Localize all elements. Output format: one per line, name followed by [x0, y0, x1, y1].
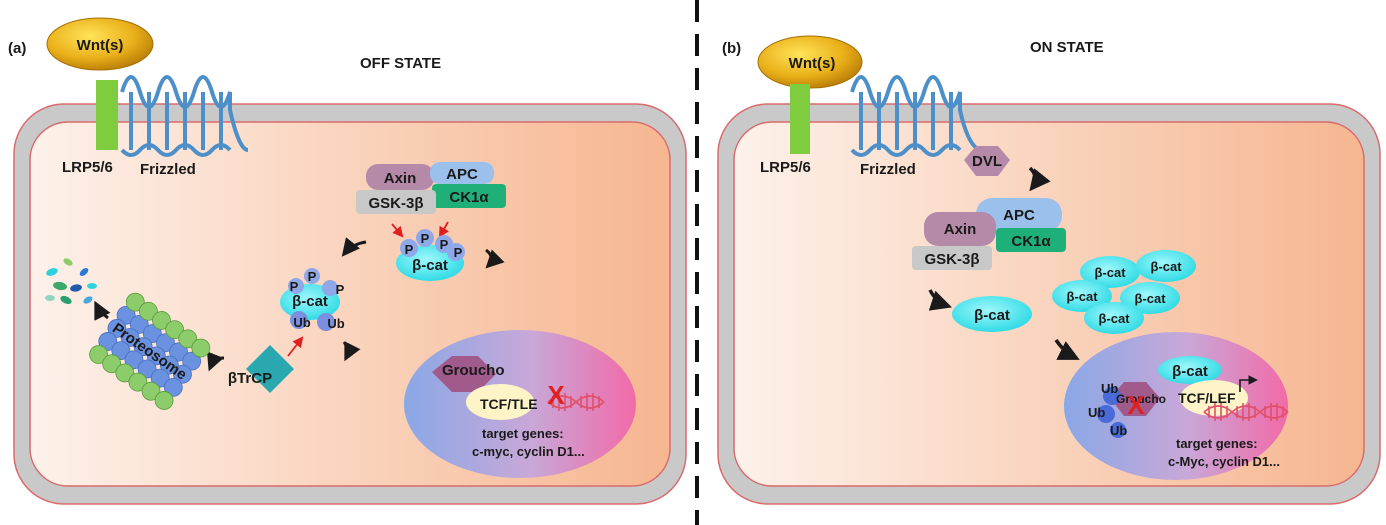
ck1-alpha — [432, 184, 506, 208]
ub-label: Ub — [1110, 423, 1127, 438]
ub-label: Ub — [1088, 405, 1105, 420]
wnt-ligand — [46, 17, 154, 71]
phospho-label: P — [308, 269, 317, 284]
apc-label: APC — [446, 166, 478, 183]
axin — [366, 164, 434, 190]
ck1-label: CK1α — [449, 189, 489, 206]
btrcp-label: βTrCP — [228, 370, 272, 387]
panel-off-state: (a) OFF STATE Wnt(s) LRP5/6 Frizzled Axi… — [8, 17, 687, 505]
lrp-receptor — [790, 84, 810, 154]
groucho — [432, 356, 496, 392]
gsk-label: GSK-3β — [369, 195, 424, 212]
proteosome: Proteosome — [89, 292, 211, 410]
gsk3b — [356, 190, 436, 214]
repression-x: X — [547, 380, 565, 410]
off-state-title: OFF STATE — [360, 55, 441, 72]
phospho-label: P — [405, 242, 414, 257]
bcat-label: β-cat — [1150, 259, 1182, 274]
apc — [430, 162, 494, 184]
target-genes-label: target genes: — [482, 426, 564, 441]
groucho-label: Groucho — [1116, 392, 1166, 406]
bcat-label: β-cat — [1172, 363, 1208, 380]
panel-tag-b: (b) — [722, 40, 741, 57]
panel-on-state: (b) ON STATE Wnt(s) LRP5/6 Frizzled DVL … — [717, 35, 1381, 505]
tcf-lef — [1180, 380, 1248, 416]
phospho-label: P — [290, 279, 299, 294]
phospho-label: P — [421, 231, 430, 246]
axin-label: Axin — [944, 221, 977, 238]
groucho — [1110, 382, 1160, 416]
target-genes-label: target genes: — [1176, 436, 1258, 451]
beta-catenin-accumulation — [1052, 250, 1196, 334]
ub-label: Ub — [327, 316, 344, 331]
beta-catenin — [952, 296, 1032, 332]
dna-helix — [1203, 403, 1289, 421]
tcf-label: TCF/LEF — [1178, 390, 1236, 406]
bcat-label: β-cat — [1066, 289, 1098, 304]
ck1-alpha — [996, 228, 1066, 252]
bcat-label: β-cat — [974, 307, 1010, 324]
transcription-arrow — [1239, 375, 1258, 392]
phospho-label: P — [440, 237, 449, 252]
apc — [976, 198, 1062, 232]
gsk-label: GSK-3β — [925, 251, 980, 268]
dvl-label: DVL — [972, 153, 1002, 170]
bcat-label: β-cat — [1134, 291, 1166, 306]
dna-helix — [547, 393, 605, 411]
ub-label: Ub — [1101, 381, 1118, 396]
degraded-fragments — [45, 258, 97, 305]
bcat-label: β-cat — [292, 293, 328, 310]
ub-label: Ub — [293, 315, 310, 330]
tcf-label: TCF/TLE — [480, 396, 538, 412]
lrp-label: LRP5/6 — [760, 159, 811, 176]
lrp-label: LRP5/6 — [62, 159, 113, 176]
target-genes-list: c-myc, cyclin D1... — [472, 444, 585, 459]
btrcp — [246, 345, 294, 393]
on-state-title: ON STATE — [1030, 39, 1104, 56]
lrp-receptor — [96, 80, 118, 150]
bcat-label: β-cat — [412, 257, 448, 274]
frizzled-label: Frizzled — [140, 161, 196, 178]
phospho-label: P — [454, 245, 463, 260]
axin — [924, 212, 996, 246]
degradation-x: X — [1127, 390, 1145, 420]
tcf-tle — [466, 384, 534, 420]
gsk3b — [912, 246, 992, 270]
axin-label: Axin — [384, 170, 417, 187]
wnt-label: Wnt(s) — [77, 37, 124, 54]
apc-label: APC — [1003, 207, 1035, 224]
ck1-label: CK1α — [1011, 233, 1051, 250]
nucleus — [1064, 332, 1288, 480]
frizzled-label: Frizzled — [860, 161, 916, 178]
groucho-label: Groucho — [442, 362, 505, 379]
target-genes-list: c-Myc, cyclin D1... — [1168, 454, 1280, 469]
phospho-label: P — [336, 282, 345, 297]
wnt-label: Wnt(s) — [789, 55, 836, 72]
dvl — [964, 146, 1010, 176]
panel-tag-a: (a) — [8, 40, 26, 57]
beta-catenin-nuclear — [1158, 356, 1222, 384]
bcat-label: β-cat — [1094, 265, 1126, 280]
bcat-label: β-cat — [1098, 311, 1130, 326]
